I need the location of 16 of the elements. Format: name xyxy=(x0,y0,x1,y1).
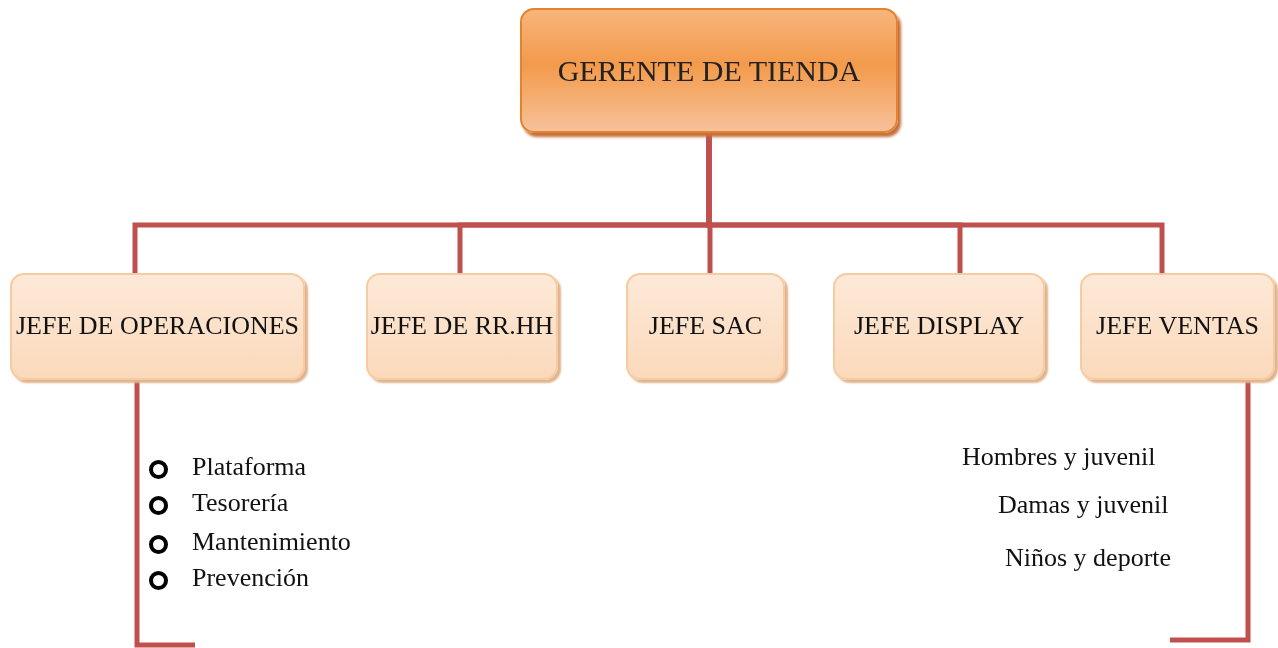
list-item: Prevención xyxy=(192,563,309,593)
department-box: JEFE VENTAS xyxy=(1080,273,1275,380)
department-box: JEFE DE RR.HH xyxy=(366,273,558,380)
connector-line xyxy=(706,133,1165,273)
list-item: Damas y juvenil xyxy=(998,490,1169,520)
manager-box: GERENTE DE TIENDA xyxy=(520,8,898,133)
department-box: JEFE SAC xyxy=(626,273,785,380)
connector-line xyxy=(134,380,195,648)
list-item: Plataforma xyxy=(192,452,307,482)
list-item: Niños y deporte xyxy=(1005,543,1172,573)
department-box: JEFE DISPLAY xyxy=(833,273,1045,380)
list-item: Hombres y juvenil xyxy=(962,442,1156,472)
department-box: JEFE DE OPERACIONES xyxy=(10,273,305,380)
list-item: Tesorería xyxy=(192,488,289,518)
list-item: Mantenimiento xyxy=(192,527,351,557)
connector-line xyxy=(1170,380,1251,643)
